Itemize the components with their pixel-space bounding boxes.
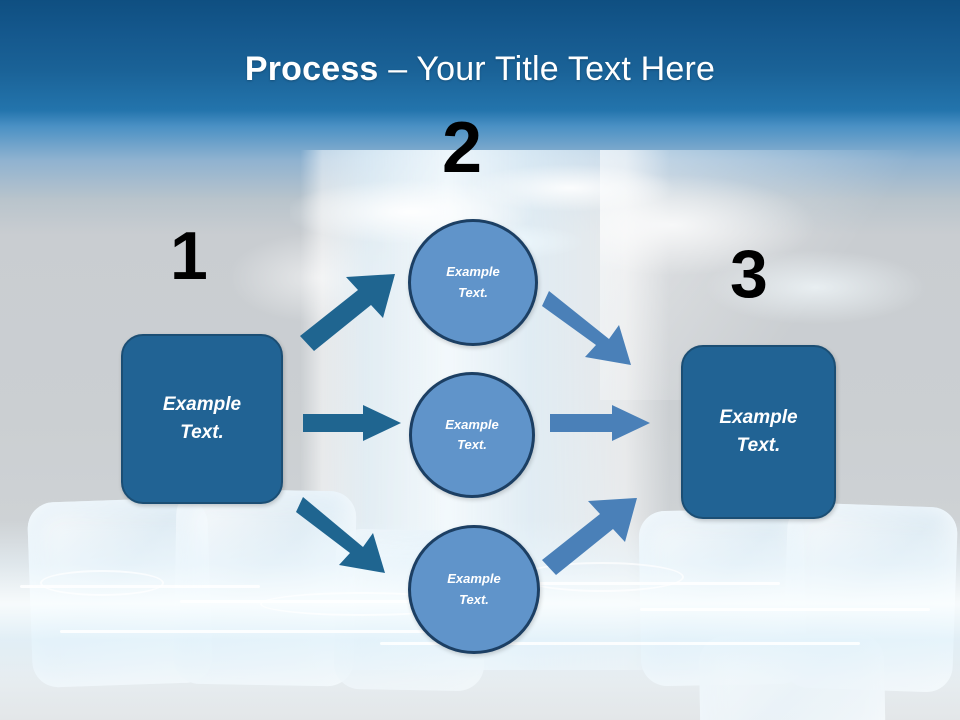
process-box-3-line1: Example [719,406,798,428]
slide-title-rest: – Your Title Text Here [378,50,716,88]
step-number-1: 1 [170,218,208,294]
process-box-3-line2: Text. [736,435,781,456]
water-streak [60,630,480,633]
arrow-box1-to-circle-bottom [296,497,385,573]
process-circle-bottom-line2: Text. [459,591,489,607]
step-number-3: 3 [730,236,768,312]
process-circle-top-line1: Example [446,264,500,280]
arrow-box1-to-circle-top [300,274,395,351]
water-streak [640,608,930,611]
arrow-box1-to-circle-middle [303,405,401,441]
process-box-1[interactable]: Example Text. [121,334,283,504]
process-circle-middle-line1: Example [445,416,499,432]
slide-title: Process – Your Title Text Here [0,50,960,89]
arrow-circle-middle-to-box3 [550,405,650,441]
arrow-circle-bottom-to-box3 [542,498,637,575]
water-ripple [40,570,164,596]
arrow-circle-top-to-box3 [542,291,631,365]
water-streak [380,642,860,645]
process-circle-middle-line2: Text. [457,437,487,452]
process-circle-bottom[interactable]: Example Text. [408,525,540,654]
process-circle-top[interactable]: Example Text. [408,219,538,346]
process-box-1-line1: Example [162,393,242,415]
process-circle-bottom-line1: Example [447,571,501,587]
process-box-1-line2: Text. [180,422,224,443]
process-box-3[interactable]: Example Text. [681,345,836,519]
slide-title-bold: Process [244,50,379,88]
step-number-2: 2 [442,108,483,188]
process-circle-middle[interactable]: Example Text. [409,372,535,498]
process-circle-top-line2: Text. [458,284,488,300]
